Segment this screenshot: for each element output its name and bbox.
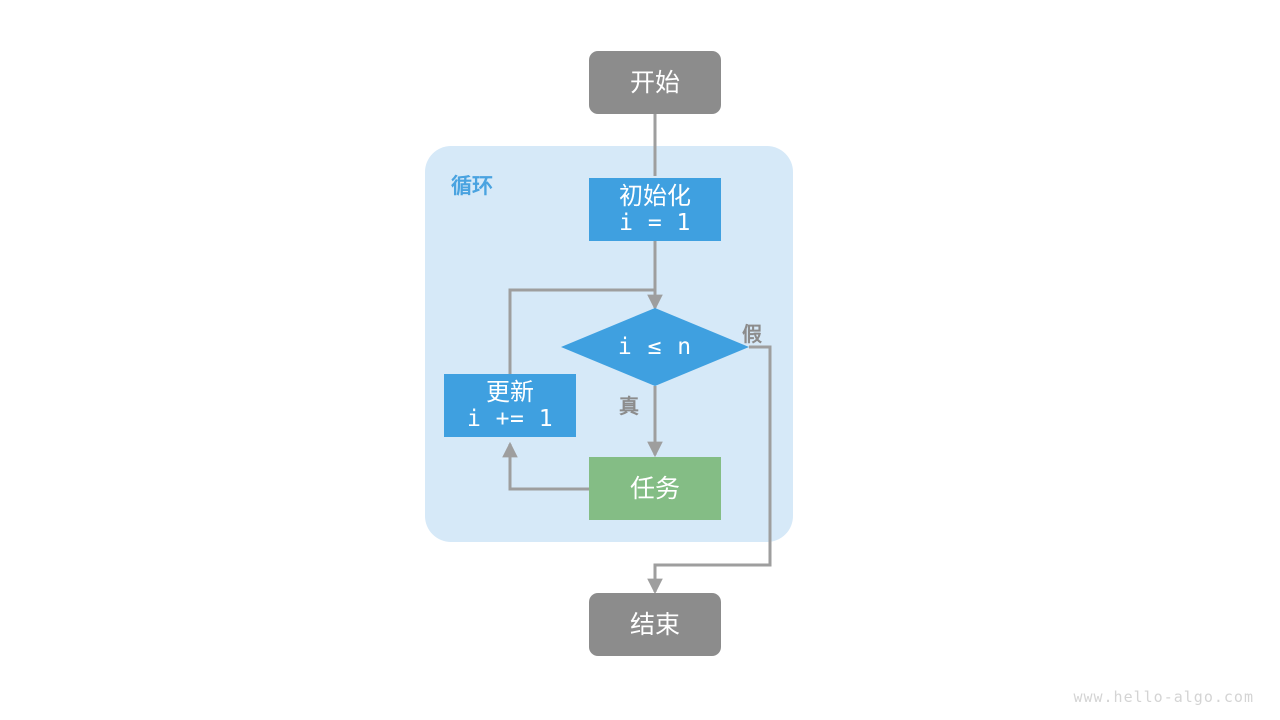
node-update-label: 更新: [486, 377, 534, 406]
edge-label-true: 真: [619, 394, 639, 418]
node-init-label: 初始化: [619, 181, 691, 210]
node-task-label: 任务: [629, 473, 680, 503]
node-init-expression: i = 1: [619, 210, 691, 237]
loop-container-label: 循环: [451, 174, 493, 198]
node-end[interactable]: 结束: [589, 593, 721, 656]
edge-task-to-update: [502, 441, 589, 491]
edge-label-false: 假: [742, 322, 762, 346]
node-condition-label: i ≤ n: [617, 334, 693, 360]
edge-update-to-condition: [508, 288, 655, 374]
node-start-label: 开始: [629, 67, 680, 97]
node-update-expression: i += 1: [466, 406, 554, 433]
node-start[interactable]: 开始: [589, 51, 721, 114]
decision-diamond-shape: [561, 308, 749, 386]
edge-condition-false-to-end: [647, 345, 772, 595]
node-end-label: 结束: [629, 609, 680, 639]
node-update[interactable]: 更新 i += 1: [444, 374, 576, 437]
node-init[interactable]: 初始化 i = 1: [589, 178, 721, 241]
watermark-url: www.hello-algo.com: [1073, 688, 1254, 706]
node-condition[interactable]: i ≤ n: [561, 308, 749, 386]
node-task[interactable]: 任务: [589, 457, 721, 520]
